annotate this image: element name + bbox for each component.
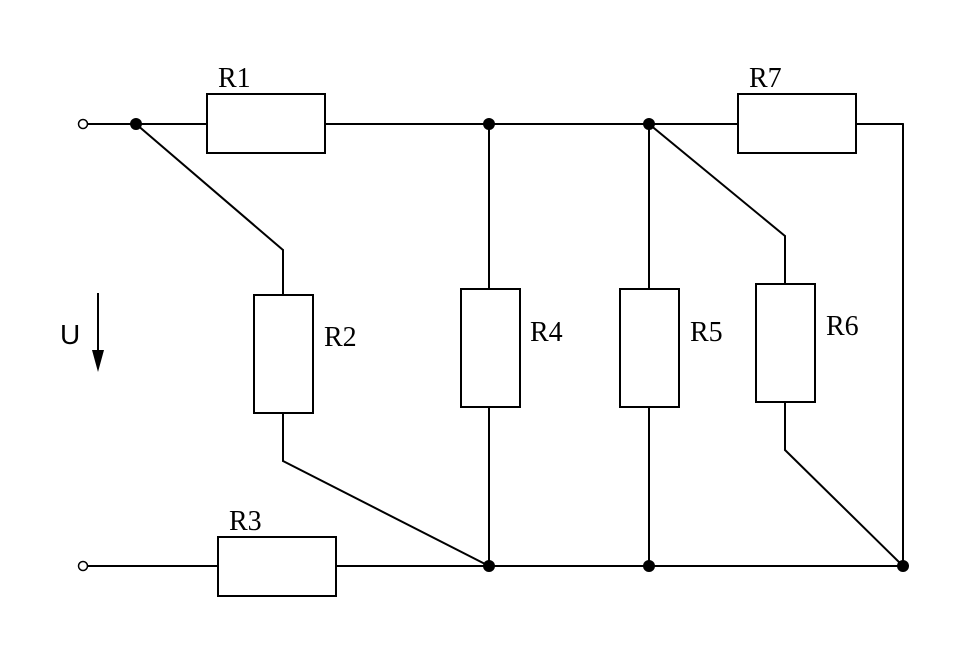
junction-node — [643, 560, 655, 572]
resistor-r5 — [619, 288, 680, 408]
junction-node — [897, 560, 909, 572]
voltage-label: U — [60, 319, 80, 350]
terminal-top — [77, 118, 89, 130]
label-r6: R6 — [826, 311, 859, 342]
junction-node — [130, 118, 142, 130]
terminal-bottom — [77, 560, 89, 572]
label-r2: R2 — [324, 322, 357, 353]
resistor-r6 — [755, 283, 816, 403]
wire-r2-diagonal-top — [135, 123, 284, 251]
resistor-r7 — [737, 93, 857, 154]
resistor-r2 — [253, 294, 314, 414]
resistor-r1 — [206, 93, 326, 154]
wire-r6-diagonal-bottom — [784, 449, 904, 567]
junction-node — [643, 118, 655, 130]
label-r3: R3 — [229, 506, 262, 537]
resistor-r4 — [460, 288, 521, 408]
label-r4: R4 — [530, 317, 563, 348]
wire-r6-diagonal-top — [648, 123, 786, 237]
junctions — [130, 118, 909, 572]
wires — [87, 123, 904, 567]
wire-r2-diagonal-bottom — [282, 460, 490, 567]
junction-node — [483, 560, 495, 572]
resistor-r3 — [217, 536, 337, 597]
label-r1: R1 — [218, 63, 251, 94]
junction-node — [483, 118, 495, 130]
resistors — [206, 93, 857, 597]
label-r7: R7 — [749, 63, 782, 94]
label-r5: R5 — [690, 317, 723, 348]
voltage-arrow-icon — [92, 293, 104, 372]
